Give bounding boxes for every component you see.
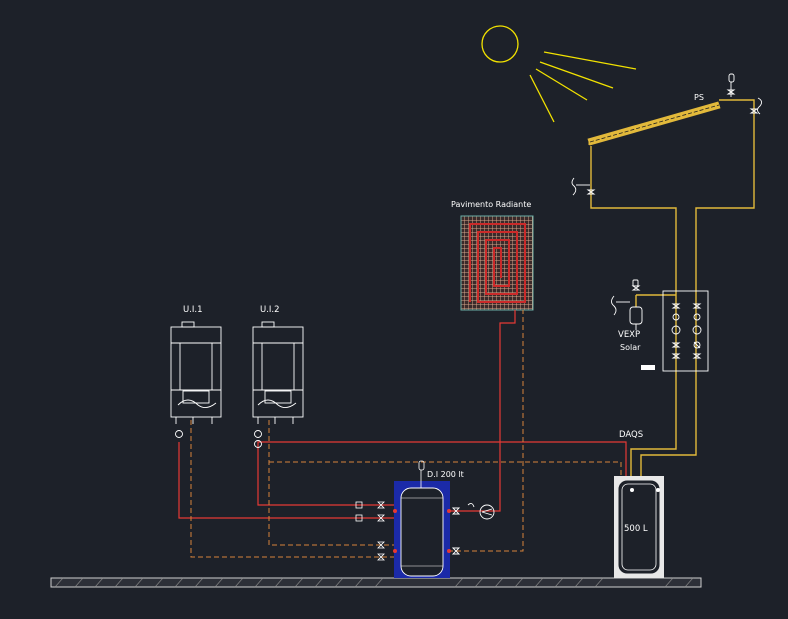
controller-unit bbox=[641, 365, 655, 370]
boiler-ui2 bbox=[252, 321, 304, 448]
dhw-tank-200 bbox=[393, 460, 451, 578]
daqs-label: DAQS bbox=[619, 430, 643, 440]
circulator-pump bbox=[451, 502, 495, 555]
floor-slab bbox=[50, 577, 702, 588]
sun-icon bbox=[481, 25, 637, 123]
dhw-tank-label: D.I 200 lt bbox=[427, 470, 464, 479]
expansion-vessel-sublabel: Solar bbox=[620, 343, 641, 352]
solar-tank-500 bbox=[614, 476, 664, 578]
collector-label: PS bbox=[694, 93, 704, 102]
return-pipes bbox=[190, 310, 622, 558]
solar-tank-label: 500 L bbox=[624, 524, 648, 534]
supply-pipes bbox=[178, 310, 627, 519]
boiler-ui1-label: U.I.1 bbox=[183, 305, 203, 315]
distribution-valves bbox=[355, 501, 385, 561]
expansion-vessel-label: VEXP bbox=[618, 330, 640, 340]
boiler-ui1 bbox=[170, 321, 222, 438]
solar-circuit bbox=[590, 99, 755, 476]
boiler-ui2-label: U.I.2 bbox=[260, 305, 280, 315]
solar-fittings bbox=[571, 73, 763, 372]
solar-collector bbox=[587, 101, 721, 146]
floor-heating-panel bbox=[460, 215, 534, 311]
floor-heating-label: Pavimento Radiante bbox=[451, 200, 531, 209]
